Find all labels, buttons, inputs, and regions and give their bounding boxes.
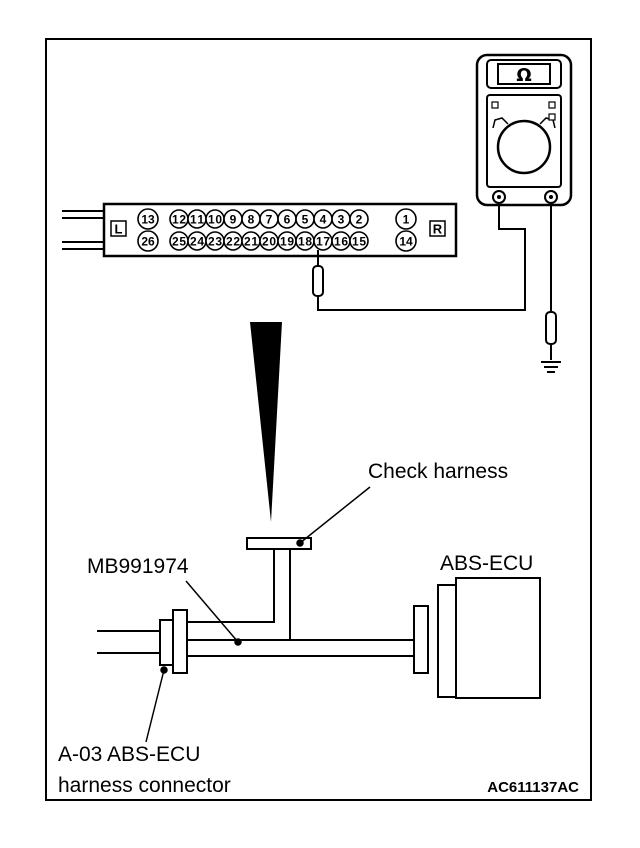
connector-pin-bottom [349,231,369,251]
connector-pin-label: 13 [141,213,155,227]
connector-pin-label: 23 [208,235,222,249]
connector-pin-label: 22 [226,235,240,249]
connector-prongs [62,210,104,250]
connector-pin-bottom [137,230,159,252]
connector-pin-label: 5 [302,213,309,227]
connector-bottom-pins: 26 25 24 23 22 21 20 19 18 17 16 15 14 [137,230,417,252]
connector-pin-label: 21 [244,235,258,249]
connector-pin-label: 3 [338,213,345,227]
connector-pin-label: 2 [356,213,363,227]
vehicle-harness-wires [97,630,160,654]
meter-dial [496,119,552,175]
harness-side-connector-collar [159,619,174,666]
connector-pin-top [137,208,159,230]
connector-pin-label: 1 [403,213,410,227]
ecu-side-connector [413,605,429,674]
abs-ecu-label: ABS-ECU [440,552,533,575]
connector-pin-label: 18 [298,235,312,249]
connector-pin-label: 26 [141,235,155,249]
ground-icon [541,361,561,373]
connector-label-line1: A-03 ABS-ECU [58,743,200,766]
mb991974-label: MB991974 [87,555,189,578]
connector-pin-label: 11 [190,213,204,227]
check-harness-plug [246,537,312,550]
ohmmeter: Ω [475,53,573,207]
connector-left-tag: L [115,222,123,237]
connector-pin-label: 4 [320,213,327,227]
connector-pin-label: 8 [248,213,255,227]
figure-code: AC611137AC [487,779,579,796]
connector-label-line2: harness connector [58,774,231,797]
connector-pin-label: 7 [266,213,273,227]
connector-pin-label: 20 [262,235,276,249]
connector-pin-label: 12 [172,213,186,227]
connector-pin-label: 17 [316,235,330,249]
connector-pin-label: 16 [334,235,348,249]
connector-pin-label: 19 [280,235,294,249]
abs-ecu-unit [455,577,541,699]
connector-pin-label: 6 [284,213,291,227]
connector-pin-top [395,208,417,230]
view-pointer-wedge [250,322,282,522]
connector-right-tag: R [433,222,443,237]
leader-lines [145,486,371,743]
ohm-symbol: Ω [516,65,531,86]
ground-lead [545,203,557,360]
connector-left-tag-box [110,220,127,237]
connector-pin-label: 15 [352,235,366,249]
check-harness-label: Check harness [368,460,508,483]
mb991974-harness [187,549,414,657]
connector-pin-label: 9 [230,213,237,227]
connector-pin-top [349,209,369,229]
harness-side-connector [172,609,188,674]
connector-pin-label: 10 [208,213,222,227]
connector-right-tag-box [429,220,446,237]
connector-pin-label: 24 [190,235,204,249]
test-probe [312,197,526,311]
connector-pin-bottom [395,230,417,252]
connector-pin-label: 25 [172,235,186,249]
abs-ecu-mount [437,584,457,698]
connector-pin-label: 14 [399,235,413,249]
